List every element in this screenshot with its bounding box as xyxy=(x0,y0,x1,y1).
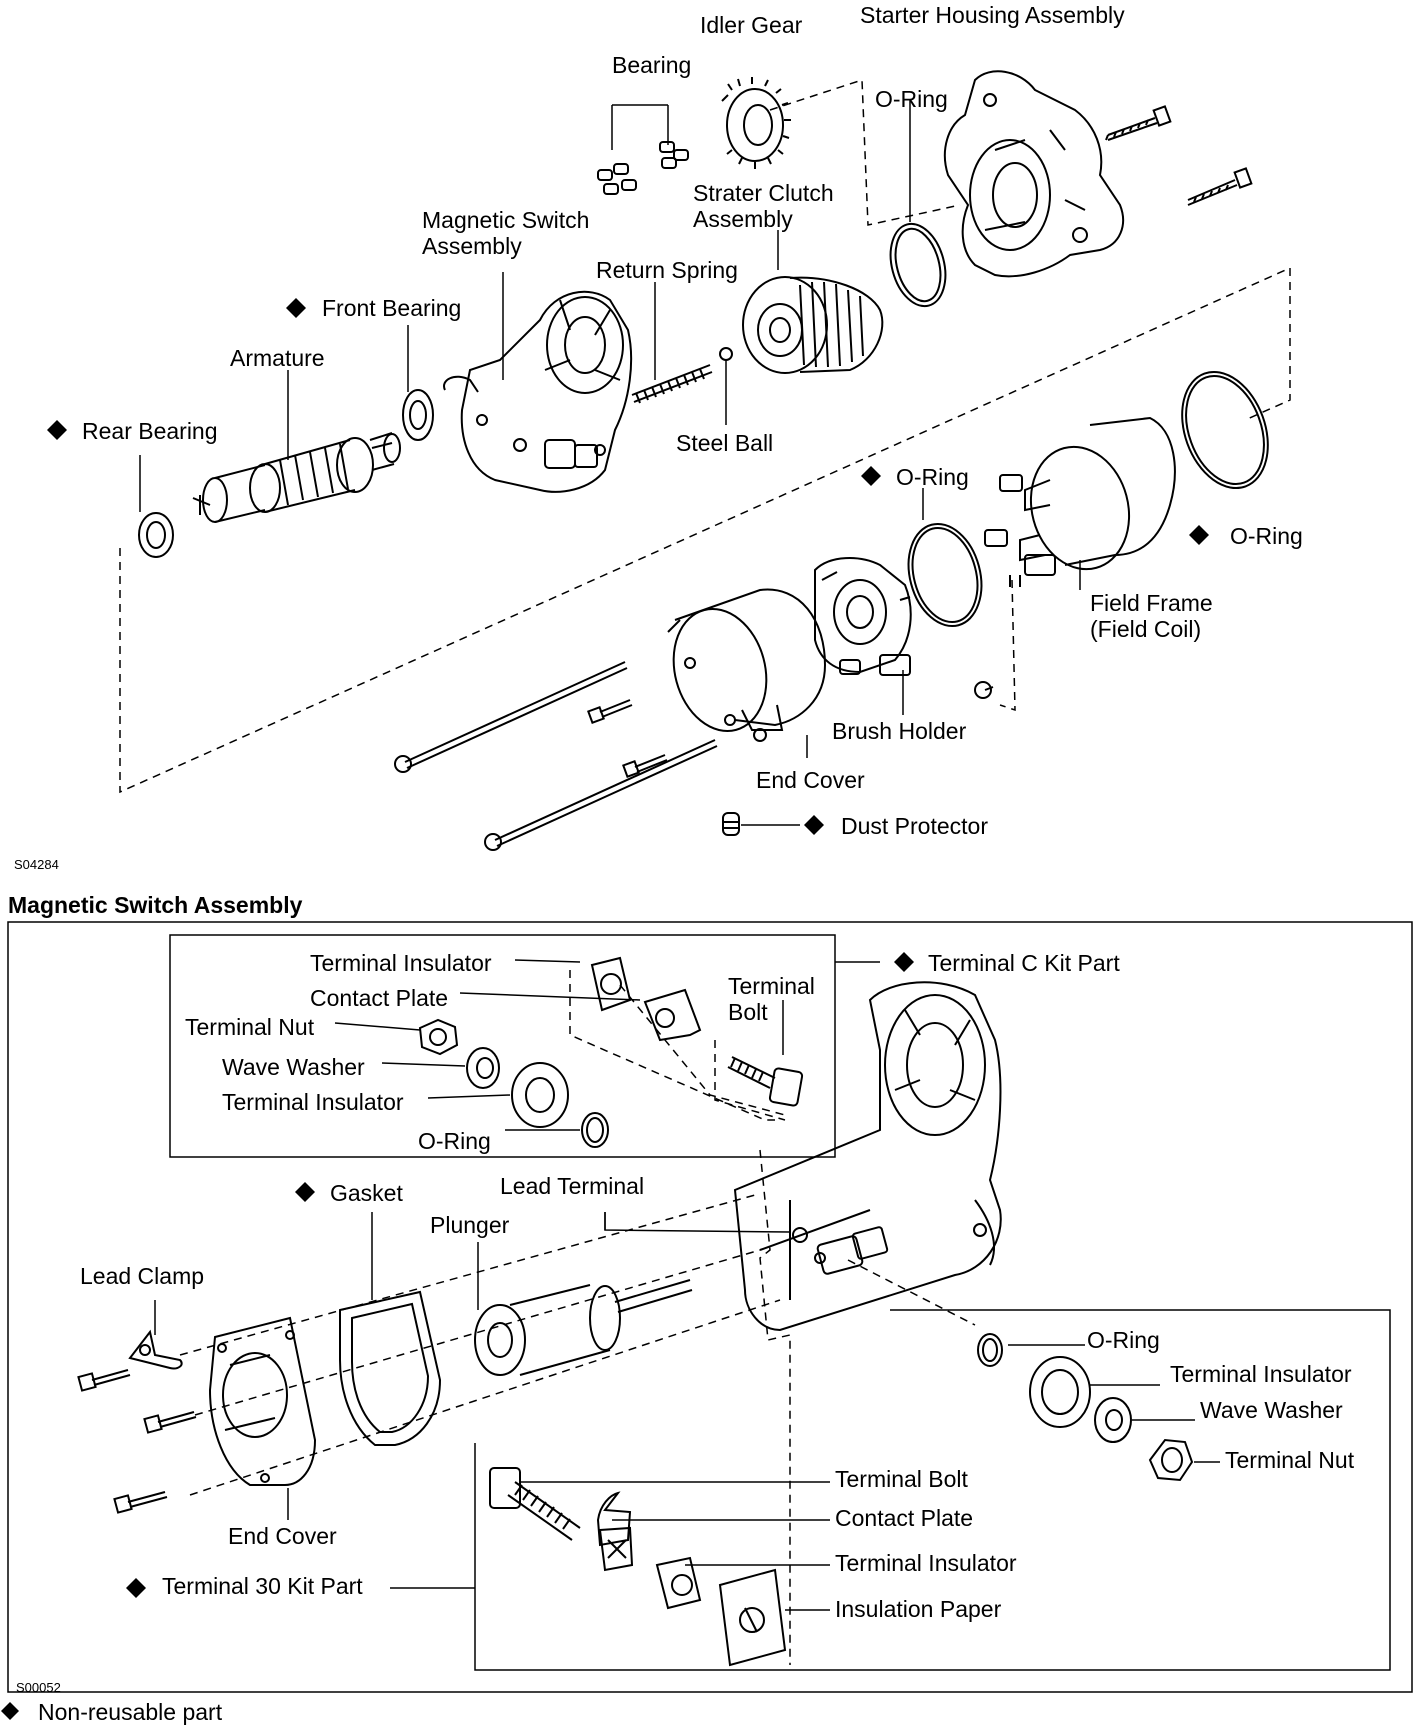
label-strater-clutch: Strater Clutch Assembly xyxy=(693,180,834,232)
label-gasket: Gasket xyxy=(330,1180,403,1206)
label-terminal-insulator-3: Terminal Insulator xyxy=(1170,1361,1352,1387)
terminal-30-kit-parts-drawing xyxy=(489,1467,787,1667)
terminal-30-side-parts-drawing xyxy=(977,1333,1194,1482)
bearing-drawing xyxy=(597,141,689,195)
through-bolts-drawing xyxy=(394,661,718,851)
plunger-drawing xyxy=(474,1279,693,1376)
non-reusable-markers xyxy=(1,298,1209,1720)
starter-clutch-drawing xyxy=(742,276,884,374)
label-terminal-bolt-2: Terminal Bolt xyxy=(835,1466,968,1492)
label-wave-washer-1: Wave Washer xyxy=(222,1054,365,1080)
field-frame-drawing xyxy=(984,416,1176,587)
starter-housing-drawing xyxy=(943,70,1125,278)
o-ring-mid-drawing xyxy=(907,522,983,628)
label-starter-housing: Starter Housing Assembly xyxy=(860,2,1125,28)
gasket-drawing xyxy=(339,1290,442,1446)
label-end-cover-bottom: End Cover xyxy=(228,1523,337,1549)
section-title: Magnetic Switch Assembly xyxy=(8,892,303,918)
label-wave-washer-2: Wave Washer xyxy=(1200,1397,1343,1423)
magnetic-switch-top-drawing xyxy=(443,290,633,493)
label-contact-plate-1: Contact Plate xyxy=(310,985,449,1011)
label-terminal-nut-1: Terminal Nut xyxy=(185,1014,315,1040)
label-terminal-nut-2: Terminal Nut xyxy=(1225,1447,1355,1473)
label-front-bearing: Front Bearing xyxy=(322,295,462,321)
label-lead-terminal: Lead Terminal xyxy=(500,1173,645,1199)
housing-bolts-drawing xyxy=(1105,105,1253,206)
armature-drawing xyxy=(192,432,401,523)
terminal-c-parts-drawing xyxy=(418,956,804,1148)
label-terminal-bolt-1: Terminal Bolt xyxy=(728,973,815,1025)
code-bottom: S00052 xyxy=(16,1680,61,1695)
idler-gear-drawing xyxy=(721,77,791,169)
label-bearing: Bearing xyxy=(612,52,692,78)
label-o-ring-top: O-Ring xyxy=(875,86,948,112)
label-steel-ball: Steel Ball xyxy=(676,430,774,456)
end-cover-bottom-drawing xyxy=(208,1316,317,1486)
label-return-spring: Return Spring xyxy=(596,257,738,283)
label-field-frame: Field Frame (Field Coil) xyxy=(1090,590,1213,642)
terminal-30-kit-box xyxy=(474,1309,1391,1671)
legend-text: Non-reusable part xyxy=(38,1699,223,1725)
rear-bearing-drawing xyxy=(138,512,174,558)
label-brush-holder: Brush Holder xyxy=(832,718,967,744)
label-terminal-insulator-4: Terminal Insulator xyxy=(835,1550,1017,1576)
label-rear-bearing: Rear Bearing xyxy=(82,418,218,444)
end-cover-screws-drawing xyxy=(77,1369,197,1514)
terminal-c-kit-box xyxy=(169,934,836,1158)
front-bearing-drawing xyxy=(402,389,434,441)
code-top: S04284 xyxy=(14,857,59,872)
return-spring-drawing xyxy=(631,364,713,404)
brush-holder-drawing xyxy=(814,557,912,676)
label-o-ring-mid: O-Ring xyxy=(896,464,969,490)
label-dust-protector: Dust Protector xyxy=(841,813,988,839)
label-terminal-insulator-2: Terminal Insulator xyxy=(222,1089,404,1115)
label-insulation-paper: Insulation Paper xyxy=(835,1596,1002,1622)
label-lead-clamp: Lead Clamp xyxy=(80,1263,205,1289)
dust-protector-drawing xyxy=(722,812,740,836)
label-terminal-30-kit: Terminal 30 Kit Part xyxy=(162,1573,363,1599)
label-terminal-c-kit: Terminal C Kit Part xyxy=(928,950,1120,976)
end-cover-top-drawing xyxy=(667,588,827,742)
label-plunger: Plunger xyxy=(430,1212,510,1238)
steel-ball-drawing xyxy=(719,347,733,361)
label-magnetic-switch: Magnetic Switch Assembly xyxy=(422,207,590,259)
label-contact-plate-2: Contact Plate xyxy=(835,1505,974,1531)
label-armature: Armature xyxy=(230,345,325,371)
label-idler-gear: Idler Gear xyxy=(700,12,803,38)
label-terminal-insulator-1: Terminal Insulator xyxy=(310,950,492,976)
o-ring-top-drawing xyxy=(889,222,947,308)
lead-clamp-drawing xyxy=(128,1329,183,1370)
label-o-ring-right: O-Ring xyxy=(1230,523,1303,549)
magnetic-switch-body-drawing xyxy=(733,981,1002,1332)
o-ring-right-drawing xyxy=(1181,370,1269,490)
label-end-cover-top: End Cover xyxy=(756,767,865,793)
label-o-ring-2: O-Ring xyxy=(1087,1327,1160,1353)
label-o-ring-1: O-Ring xyxy=(418,1128,491,1154)
magnetic-switch-frame xyxy=(7,921,1413,1693)
